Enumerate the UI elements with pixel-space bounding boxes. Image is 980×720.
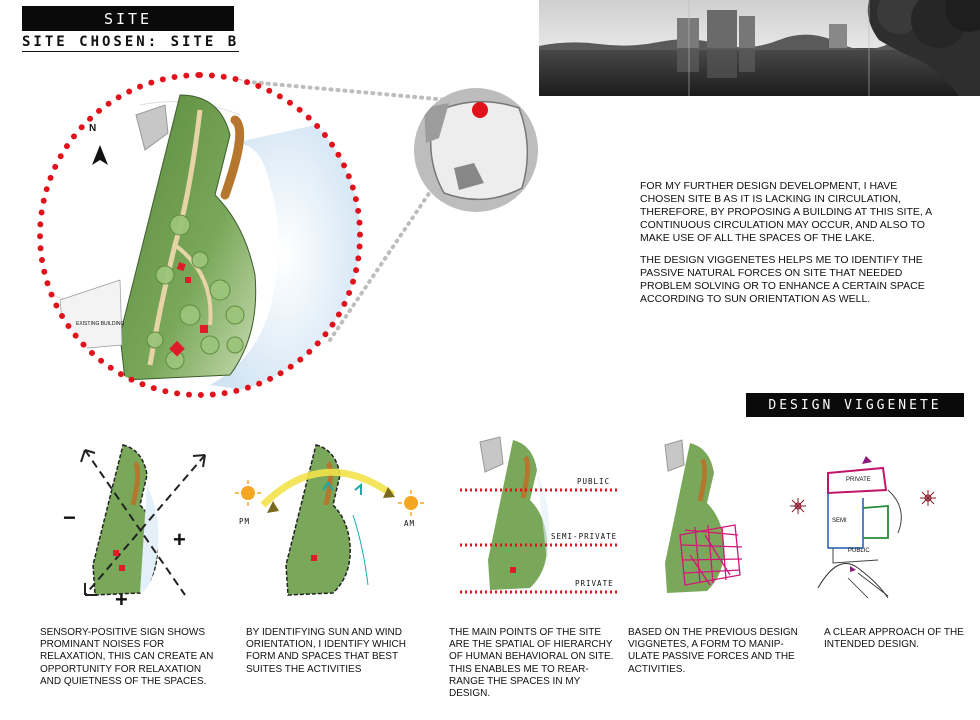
site-locator-map bbox=[414, 88, 538, 212]
vignette-zoning: PUBLIC SEMI-PRIVATE PRIVATE bbox=[455, 432, 625, 612]
vignette-form bbox=[650, 435, 770, 605]
site-choice-description: FOR MY FURTHER DESIGN DEVELOPMENT, I HAV… bbox=[640, 180, 932, 244]
sun-am-label: AM bbox=[404, 519, 416, 528]
sensory-positive-sign-bottom: + bbox=[115, 587, 128, 612]
sensory-positive-sign-right: + bbox=[173, 527, 186, 552]
caption-sun-wind: BY IDENTIFYING SUN AND WIND ORIENTATION,… bbox=[246, 627, 406, 675]
design-viggenete-label: DESIGN VIGGENETE bbox=[746, 393, 964, 417]
lake-panorama-photo bbox=[539, 0, 980, 96]
existing-building-label: EXISTING BUILDING bbox=[76, 321, 125, 327]
vignette-sensory: − + + bbox=[55, 435, 215, 615]
zone-public-label: PUBLIC bbox=[577, 477, 611, 486]
caption-sketch: A CLEAR APPROACH OF THE INTENDED DESIGN. bbox=[824, 627, 964, 651]
north-label: N bbox=[89, 123, 97, 134]
caption-sensory: SENSORY-POSITIVE SIGN SHOWS PROMINANT NO… bbox=[40, 627, 214, 687]
zone-private-label: PRIVATE bbox=[575, 579, 614, 588]
caption-zoning: THE MAIN POINTS OF THE SITE ARE THE SPAT… bbox=[449, 627, 614, 700]
vignette-sun-wind: PM AM bbox=[233, 435, 433, 615]
sketch-public-label: PUBLIC bbox=[848, 548, 870, 554]
sketch-semi-label: SEMI bbox=[832, 518, 847, 524]
caption-form: BASED ON THE PREVIOUS DESIGN VIGGNETES, … bbox=[628, 627, 798, 675]
site-chosen-heading: SITE CHOSEN: SITE B bbox=[22, 34, 240, 52]
sensory-negative-sign: − bbox=[63, 505, 76, 530]
zone-semi-private-label: SEMI-PRIVATE bbox=[551, 532, 618, 541]
viggenete-purpose-description: THE DESIGN VIGGENETES HELPS ME TO IDENTI… bbox=[640, 254, 925, 305]
sketch-private-label: PRIVATE bbox=[846, 477, 871, 483]
site-section-label: SITE bbox=[22, 6, 234, 31]
vignette-sketch: PRIVATE SEMI PUBLIC bbox=[788, 448, 948, 599]
site-b-plan-map: N EXISTING BUILDING bbox=[40, 75, 360, 395]
sun-pm-label: PM bbox=[239, 517, 251, 526]
